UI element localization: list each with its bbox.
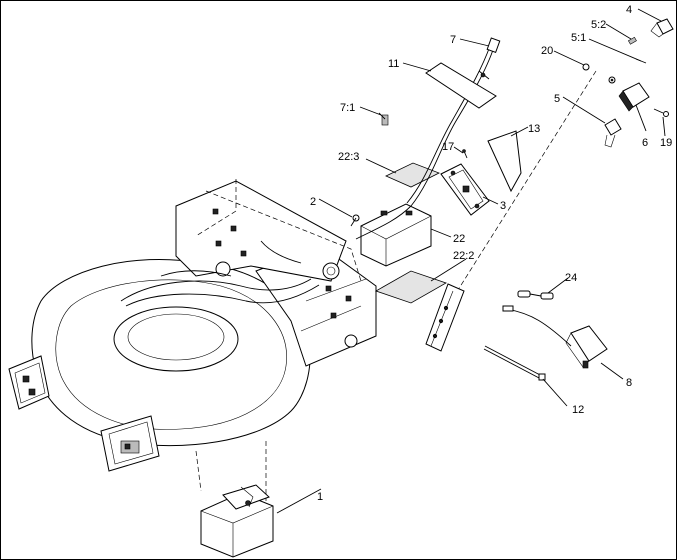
part-22-2-pad bbox=[375, 270, 447, 304]
part-8-charger bbox=[502, 305, 608, 369]
label-4: 4 bbox=[626, 4, 632, 16]
label-1: 1 bbox=[317, 491, 323, 503]
part-7-wire-harness bbox=[355, 37, 501, 240]
label-17: 17 bbox=[442, 141, 454, 153]
label-7-1: 7:1 bbox=[340, 102, 355, 114]
part-2-screw bbox=[350, 214, 360, 227]
part-12-cable-tie bbox=[483, 345, 546, 381]
label-5-2: 5:2 bbox=[591, 19, 606, 31]
label-12: 12 bbox=[572, 404, 584, 416]
small-washer bbox=[608, 76, 616, 84]
part-3-switch-bracket bbox=[440, 163, 490, 216]
label-7: 7 bbox=[450, 34, 456, 46]
label-22-2: 22:2 bbox=[453, 250, 474, 262]
callout-labels: 1 2 3 4 5 5:1 5:2 6 7 7:1 8 11 12 13 17 … bbox=[310, 4, 672, 503]
part-19-screw bbox=[653, 108, 669, 117]
label-5: 5 bbox=[554, 93, 560, 105]
part-17-screw bbox=[462, 149, 468, 159]
part-11-label bbox=[425, 62, 497, 109]
part-13-panel bbox=[487, 130, 522, 193]
leader-lines bbox=[276, 8, 666, 514]
part-5-2-clip bbox=[627, 36, 637, 45]
label-20: 20 bbox=[541, 45, 553, 57]
label-13: 13 bbox=[528, 123, 540, 135]
label-5-1: 5:1 bbox=[571, 32, 586, 44]
label-3: 3 bbox=[500, 200, 506, 212]
part-1-battery-cover bbox=[200, 484, 274, 558]
label-2: 2 bbox=[310, 196, 316, 208]
part-24-fuse-lead bbox=[517, 290, 554, 300]
part-6-switch-housing bbox=[618, 82, 650, 112]
part-7-1-clip bbox=[378, 112, 389, 126]
part-22-battery bbox=[360, 203, 432, 267]
part-4-knob bbox=[650, 18, 674, 38]
label-6: 6 bbox=[642, 137, 648, 149]
label-22: 22 bbox=[453, 233, 465, 245]
part-5-key bbox=[604, 118, 622, 148]
part-22-3-pad bbox=[385, 162, 440, 188]
label-24: 24 bbox=[565, 272, 577, 284]
label-22-3: 22:3 bbox=[338, 151, 359, 163]
label-8: 8 bbox=[626, 377, 632, 389]
handle-tube bbox=[425, 70, 597, 352]
label-19: 19 bbox=[660, 137, 672, 149]
label-11: 11 bbox=[388, 58, 399, 70]
part-20-nut bbox=[582, 63, 590, 71]
mower-deck bbox=[8, 179, 377, 501]
